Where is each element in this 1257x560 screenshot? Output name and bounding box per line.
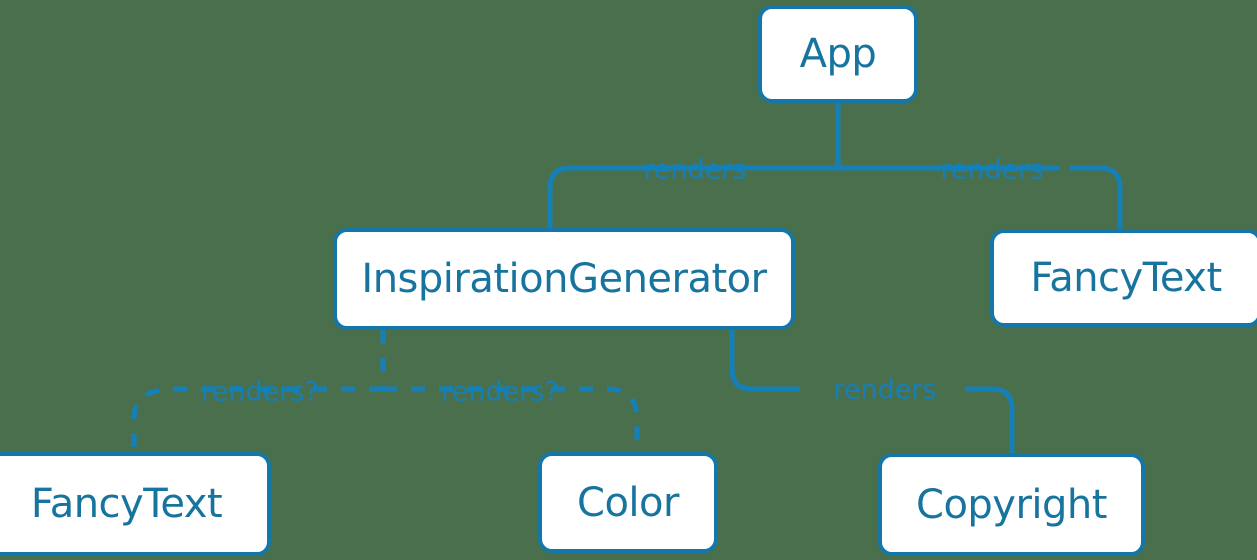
node-app[interactable]: App bbox=[758, 5, 918, 103]
edge-label-inspiration-to-fancytext: renders? bbox=[201, 376, 319, 408]
node-inspiration-generator[interactable]: InspirationGenerator bbox=[333, 228, 795, 330]
edge-inspiration-to-copyright bbox=[729, 330, 800, 392]
node-fancytext-bottom-label: FancyText bbox=[30, 481, 223, 527]
node-copyright[interactable]: Copyright bbox=[878, 453, 1145, 556]
node-app-label: App bbox=[799, 31, 877, 77]
node-color[interactable]: Color bbox=[538, 452, 718, 553]
node-copyright-label: Copyright bbox=[916, 481, 1107, 528]
edge-label-inspiration-to-color: renders? bbox=[441, 376, 559, 408]
node-fancytext-bottom[interactable]: FancyText bbox=[0, 452, 271, 556]
edge-inspiration-to-copyright-tail bbox=[965, 386, 1015, 453]
edge-app-to-fancytext-tail bbox=[1070, 165, 1123, 229]
node-fancytext-right-label: FancyText bbox=[1030, 255, 1222, 301]
edge-label-app-to-fancytext: renders bbox=[940, 154, 1044, 186]
node-color-label: Color bbox=[577, 479, 679, 526]
node-inspiration-generator-label: InspirationGenerator bbox=[361, 256, 767, 302]
edge-label-inspiration-to-copyright: renders bbox=[833, 374, 937, 406]
node-fancytext-right[interactable]: FancyText bbox=[990, 229, 1257, 327]
edge-label-app-to-inspiration: renders bbox=[643, 154, 747, 186]
